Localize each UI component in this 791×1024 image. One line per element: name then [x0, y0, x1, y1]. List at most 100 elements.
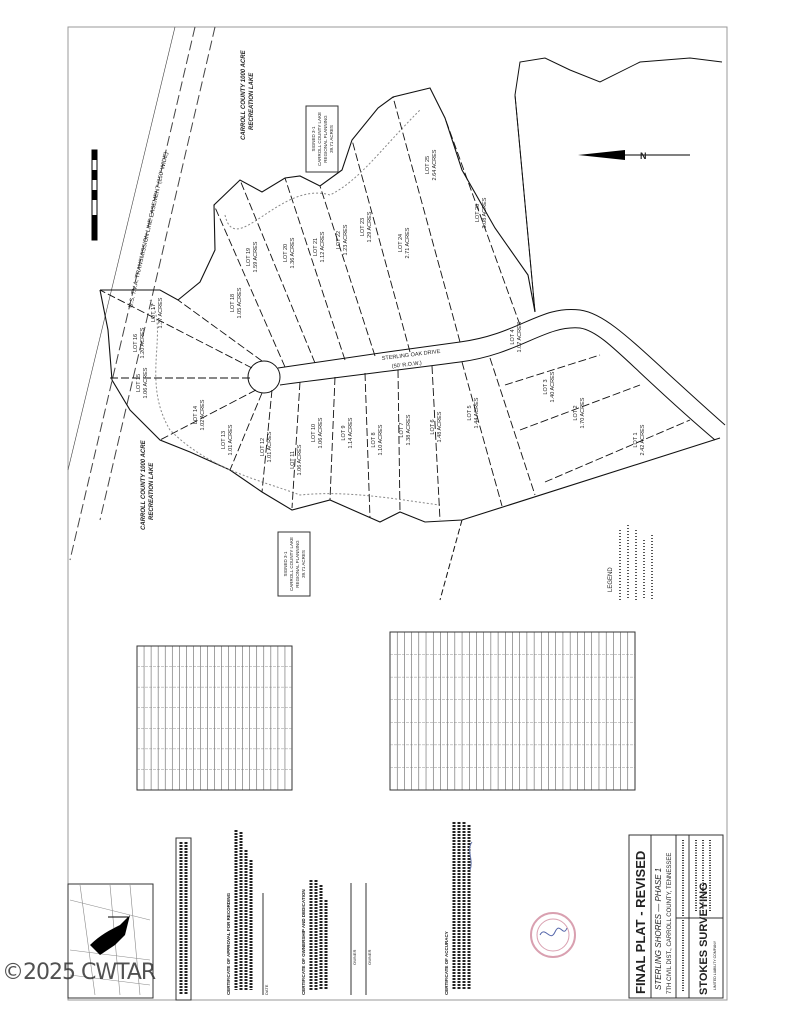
lot-acreage: 3.08 ACRES	[482, 197, 488, 228]
lot-number: LOT 7	[399, 422, 405, 437]
lot-number: LOT 26	[475, 204, 481, 222]
svg-text:SIGNED 3-1: SIGNED 3-1	[311, 126, 316, 152]
svg-text:REGIONAL PLANNING: REGIONAL PLANNING	[323, 115, 328, 163]
svg-text:SIGNED 3-1: SIGNED 3-1	[283, 551, 288, 577]
lot-number: LOT 6	[430, 419, 436, 434]
curve-line-tables	[136, 631, 636, 791]
sheet-border	[67, 26, 728, 1001]
lot-acreage: 2.42 ACRES	[640, 424, 646, 455]
svg-text:REGIONAL PLANNING: REGIONAL PLANNING	[295, 540, 300, 588]
scale-bar	[91, 149, 98, 241]
signature	[469, 841, 473, 871]
lot-number: LOT 21	[313, 238, 319, 256]
lot-number: LOT 17	[151, 304, 157, 322]
lot-number: LOT 11	[290, 451, 296, 469]
plat-title: FINAL PLAT - REVISED	[633, 851, 648, 994]
lot-number: LOT 1	[633, 432, 639, 447]
lot-number: LOT 4	[510, 329, 516, 344]
lot-number: LOT 23	[360, 218, 366, 236]
svg-text:39.71 ACRES: 39.71 ACRES	[301, 550, 306, 578]
svg-text:CARROLL COUNTY LAKE: CARROLL COUNTY LAKE	[317, 112, 322, 166]
lot-acreage: 1.70 ACRES	[580, 397, 586, 428]
svg-text:RECREATION LAKE: RECREATION LAKE	[149, 462, 155, 520]
lot-number: LOT 22	[336, 231, 342, 249]
company-name: STOKES SURVEYING	[698, 882, 710, 995]
lot-acreage: 1.59 ACRES	[253, 241, 259, 272]
lot-number: LOT 2	[573, 405, 579, 420]
sterling-oak-drive	[247, 308, 726, 441]
lot-acreage: 1.44 ACRES	[474, 397, 480, 428]
copyright-watermark: ©2025 CWTAR	[2, 960, 156, 985]
lot-number: LOT 10	[311, 424, 317, 442]
lot-acreage: 1.05 ACRES	[237, 287, 243, 318]
lot-acreage: 2.71 ACRES	[405, 227, 411, 258]
lot-acreage: 1.14 ACRES	[348, 417, 354, 448]
svg-text:OWNER: OWNER	[367, 950, 372, 965]
lot-number: LOT 20	[283, 244, 289, 262]
lot-acreage: 1.48 ACRES	[437, 411, 443, 442]
svg-text:CARROLL COUNTY LAKE: CARROLL COUNTY LAKE	[289, 537, 294, 591]
south-line	[439, 519, 463, 601]
lot-number: LOT 12	[260, 438, 266, 456]
lot-acreage: 1.07 ACRES	[517, 321, 523, 352]
ownership-certificate-title: CERTIFICATE OF OWNERSHIP AND DEDICATION	[301, 889, 306, 995]
subdivision-name: STERLING SHORES — PHASE 1	[654, 868, 663, 990]
lot-number: LOT 25	[425, 156, 431, 174]
lot-acreage: 1.02 ACRES	[200, 399, 206, 430]
lot-acreage: 1.20 ACRES	[140, 327, 146, 358]
north-arrow-icon: N	[578, 150, 690, 161]
lot-number: LOT 24	[398, 234, 404, 252]
lot-acreage: 1.01 ACRES	[228, 424, 234, 455]
notes-box	[175, 837, 192, 1001]
lot-number: LOT 13	[221, 431, 227, 449]
plat-location: 7TH CIVIL DIST., CARROLL COUNTY, TENNESS…	[667, 853, 673, 994]
lot-number: LOT 9	[341, 425, 347, 440]
east-boundary	[514, 57, 723, 313]
accuracy-certificate-title: CERTIFICATE OF ACCURACY	[444, 931, 449, 995]
svg-text:LEGEND: LEGEND	[608, 567, 614, 592]
lot-acreage: 1.38 ACRES	[406, 414, 412, 445]
lot-number: LOT 16	[133, 334, 139, 352]
lot-acreage: 1.10 ACRES	[378, 424, 384, 455]
svg-text:OWNER: OWNER	[352, 950, 357, 965]
road-row-label: (50' R.O.W.)	[392, 360, 423, 370]
company-sub: LIMITED LIABILITY COMPANY	[713, 940, 717, 990]
surveyor-seal	[530, 912, 576, 958]
lot-acreage: 2.64 ACRES	[432, 149, 438, 180]
lot-number: LOT 19	[246, 248, 252, 266]
transmission-easement	[67, 26, 216, 561]
lake-label-bottom: CARROLL COUNTY 1000 ACRE RECREATION LAKE	[141, 439, 155, 530]
svg-text:DATE: DATE	[264, 984, 269, 995]
svg-text:RECREATION LAKE: RECREATION LAKE	[249, 72, 255, 130]
lake-label-top: CARROLL COUNTY 1000 ACRE RECREATION LAKE	[241, 49, 255, 140]
lot-lines	[99, 94, 691, 521]
lot-acreage: 1.06 ACRES	[143, 367, 149, 398]
lot-number: LOT 18	[230, 294, 236, 312]
lot-number: LOT 8	[371, 432, 377, 447]
svg-text:39.71 ACRES: 39.71 ACRES	[329, 125, 334, 153]
regional-box-top: SIGNED 3-1 CARROLL COUNTY LAKE REGIONAL …	[305, 105, 339, 173]
lot-number: LOT 3	[543, 379, 549, 394]
